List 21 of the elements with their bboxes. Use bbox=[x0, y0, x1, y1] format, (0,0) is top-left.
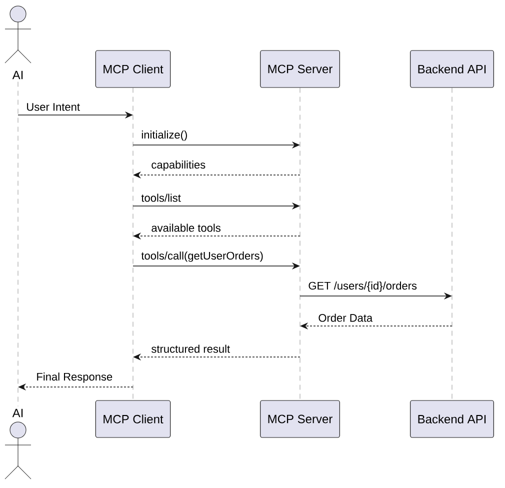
node-label: AI bbox=[12, 70, 23, 80]
message-label: initialize() bbox=[142, 130, 187, 141]
message-label: Final Response bbox=[37, 372, 112, 383]
participant-box: MCP Server bbox=[260, 50, 340, 88]
message-label: GET /users/{id}/orders bbox=[308, 282, 417, 292]
participant-box: Backend API bbox=[410, 50, 494, 88]
message-label: Order Data bbox=[318, 314, 373, 322]
node-label: AI bbox=[12, 408, 23, 418]
actor-figure: AI bbox=[4, 408, 32, 480]
participant-box: Backend API bbox=[410, 400, 494, 438]
participant-box: MCP Server bbox=[260, 400, 340, 438]
message-label: tools/call(getUserOrders) bbox=[141, 252, 263, 262]
participant-box: MCP Client bbox=[95, 400, 171, 438]
message-label: available tools bbox=[152, 224, 220, 232]
message-label: structured result bbox=[152, 344, 230, 353]
participant-box: MCP Client bbox=[95, 50, 171, 88]
message-label: capabilities bbox=[152, 160, 206, 171]
lifeline bbox=[132, 88, 134, 400]
actor-figure: AI bbox=[4, 6, 32, 80]
message-label: tools/list bbox=[141, 194, 181, 202]
message-label: User Intent bbox=[27, 103, 80, 111]
